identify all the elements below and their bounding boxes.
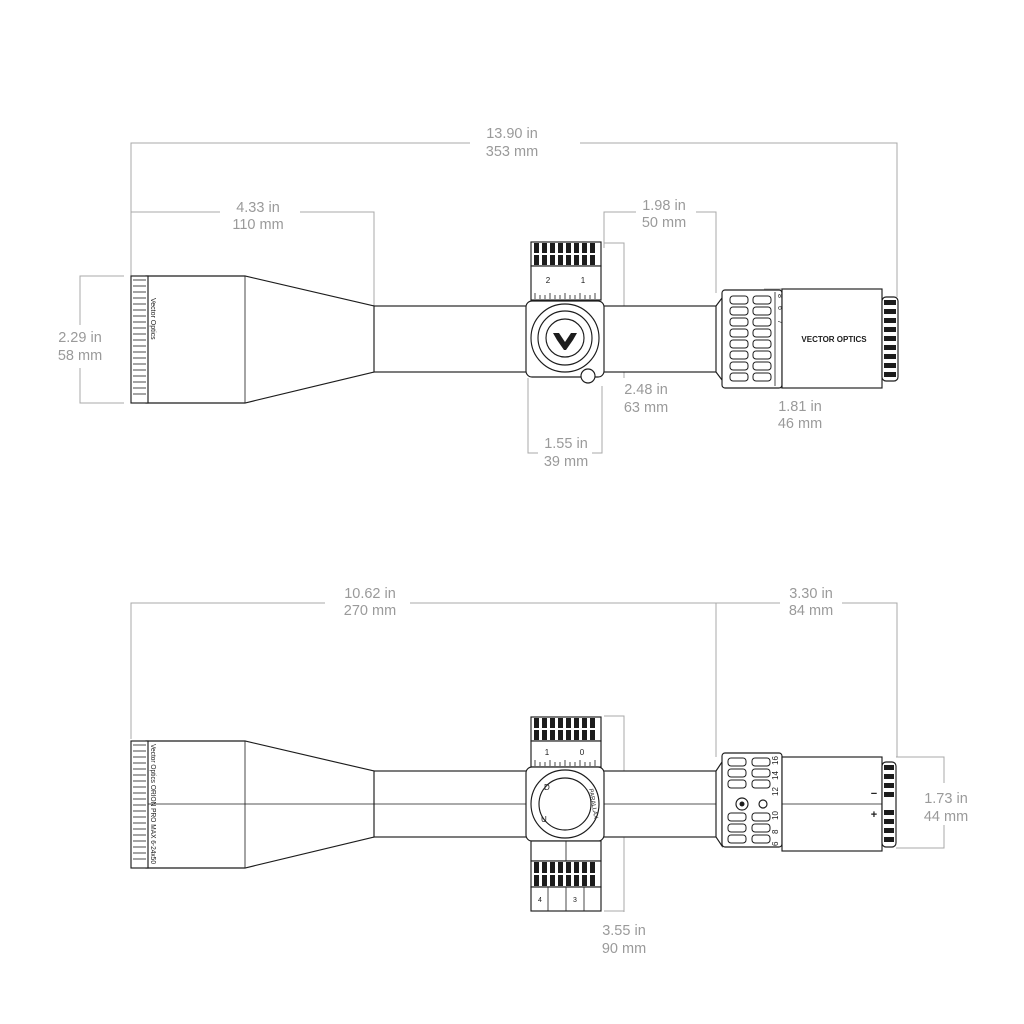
side-elevation-dial [530, 740, 602, 768]
windage-dial-inner [545, 318, 585, 358]
objective-bell-length-in: 4.33 in [236, 200, 280, 216]
elevation-knob-knurling [532, 243, 600, 265]
parallax-letter-d: D [544, 783, 550, 792]
objective-to-power-ring-mm: 270 mm [344, 603, 396, 619]
side-eyepiece-diameter-in: 1.73 in [924, 791, 968, 807]
side-objective-knurled-ring [130, 740, 149, 869]
side-zoom-10: 10 [771, 811, 780, 820]
lock-button [580, 368, 596, 384]
side-objective-ring-knurling [133, 744, 146, 860]
objective-bell-length-mm: 110 mm [232, 217, 283, 233]
eyepiece-length-mm: 50 mm [642, 215, 686, 231]
eyepiece-length-in: 1.98 in [642, 198, 686, 214]
side-zoom-8: 8 [771, 829, 780, 834]
elevation-dial-number-2: 2 [546, 276, 551, 285]
parallax-scale-text: PARALLAX [587, 788, 598, 819]
parallax-knob-outer [530, 769, 600, 839]
illumination-dot [758, 799, 768, 809]
vector-logo-icon [553, 333, 577, 350]
side-elevation-dial-ticks [534, 760, 596, 766]
objective-diameter-mm: 58 mm [58, 348, 102, 364]
parallax-letter-u: U [541, 815, 547, 824]
side-zoom-12: 12 [771, 787, 780, 796]
eyepiece-collar [715, 296, 723, 382]
top-dimension-labels: 13.90 in 353 mm 4.33 in 110 mm 1.98 in 5… [58, 126, 822, 470]
eyepiece-diameter-in: 1.81 in [778, 399, 822, 415]
zoom-number-8: 8 [776, 294, 783, 298]
objective-knurled-ring [130, 275, 149, 404]
side-zoom-16: 16 [771, 756, 780, 765]
side-objective-marking: Vector Optics ORION PRO MAX 6-24x50 [149, 744, 156, 864]
objective-to-power-ring-in: 10.62 in [344, 586, 396, 602]
objective-marking-top: Vector Optics [149, 298, 156, 340]
power-ring-knurling [729, 295, 772, 382]
side-zoom-numbers: 6 8 10 12 14 16 [771, 756, 780, 846]
turret-to-bottom-mm: 90 mm [602, 941, 646, 957]
elevation-dial-ticks [534, 293, 596, 299]
turret-width-in: 1.55 in [544, 436, 588, 452]
lower-knob-knurling [532, 862, 600, 886]
side-zoom-6: 6 [771, 841, 780, 846]
side-elevation-number-1: 1 [545, 748, 550, 757]
side-zoom-14: 14 [771, 771, 780, 780]
side-dimension-lines [130, 602, 945, 912]
side-eyepiece-length-mm: 84 mm [789, 603, 833, 619]
objective-ring-knurling [133, 279, 146, 395]
objective-diameter-in: 2.29 in [58, 330, 102, 346]
turret-height-mm: 63 mm [624, 400, 668, 416]
eyepiece-diameter-mm: 46 mm [778, 416, 822, 432]
side-elevation-number-0: 0 [580, 748, 585, 757]
lower-knob-number-3: 3 [573, 897, 577, 904]
zoom-number-7: 7 [776, 320, 783, 324]
turret-to-bottom-in: 3.55 in [602, 923, 646, 939]
elevation-dial-number-1: 1 [581, 276, 586, 285]
side-dimension-labels: 10.62 in 270 mm 3.30 in 84 mm 1.73 in 44… [344, 586, 968, 957]
scope-side-view: Vector Optics ORION PRO MAX 6-24x50 1 0 … [130, 716, 897, 912]
scope-top-view: Vector Optics 2 1 [130, 241, 899, 404]
turret-height-in: 2.48 in [624, 382, 668, 398]
brand-mark: VECTOR OPTICS [801, 335, 867, 344]
zoom-number-6: 6 [776, 306, 783, 310]
side-diopter-knurling [884, 765, 894, 842]
objective-bell [145, 275, 375, 404]
diopter-plus-symbol: + [871, 809, 877, 821]
side-eyepiece-collar [715, 760, 723, 848]
total-length-mm: 353 mm [486, 144, 538, 160]
diopter-knurling [884, 300, 896, 377]
side-power-ring-knurling [727, 757, 771, 844]
side-eyepiece-length-in: 3.30 in [789, 586, 833, 602]
side-eyepiece-diameter-mm: 44 mm [924, 809, 968, 825]
lower-knob-segments [547, 887, 585, 911]
total-length-in: 13.90 in [486, 126, 538, 142]
turret-width-mm: 39 mm [544, 454, 588, 470]
diopter-minus-symbol: − [871, 788, 877, 800]
side-elevation-knob-knurling [532, 718, 600, 740]
side-objective-bell [145, 740, 375, 869]
elevation-dial [530, 265, 602, 301]
lower-knob-number-4: 4 [538, 897, 542, 904]
